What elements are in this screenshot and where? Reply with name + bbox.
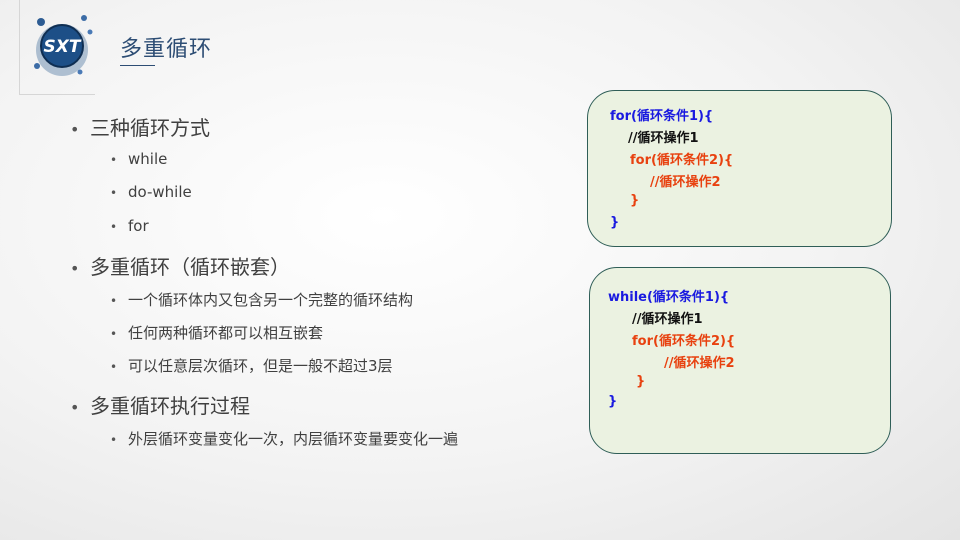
bullet-item: • 多重循环（循环嵌套） xyxy=(70,251,290,280)
bullet-item: • 一个循环体内又包含另一个完整的循环结构 xyxy=(110,289,413,310)
bullet-text: 外层循环变量变化一次，内层循环变量要变化一遍 xyxy=(128,430,459,448)
code-line: } xyxy=(636,374,646,389)
bullet-text: 三种循环方式 xyxy=(90,116,210,140)
code-line: for(循环条件2){ xyxy=(632,334,736,349)
bullet-dot: • xyxy=(110,433,118,447)
bullet-item: • 三种循环方式 xyxy=(70,112,210,141)
bullet-dot: • xyxy=(70,259,80,278)
code-line: } xyxy=(630,193,640,208)
bullet-text: do-while xyxy=(128,183,192,201)
bullet-dot: • xyxy=(110,220,118,234)
page-title: 多重循环 xyxy=(120,37,213,62)
bullet-text: 多重循环执行过程 xyxy=(90,394,250,418)
bullet-text: while xyxy=(128,150,168,168)
bullet-dot: • xyxy=(70,398,80,417)
bullet-dot: • xyxy=(110,186,118,200)
bullet-text: for xyxy=(128,217,149,235)
bullet-dot: • xyxy=(110,360,118,374)
bullet-dot: • xyxy=(70,120,80,139)
bullet-dot: • xyxy=(110,294,118,308)
bullet-dot: • xyxy=(110,327,118,341)
code-line: //循环操作1 xyxy=(628,131,699,146)
title-underline xyxy=(120,65,155,66)
bullet-text: 多重循环（循环嵌套） xyxy=(90,255,290,279)
code-line: } xyxy=(608,394,618,409)
bullet-item: • 任何两种循环都可以相互嵌套 xyxy=(110,322,323,343)
code-line: //循环操作2 xyxy=(664,356,735,371)
code-line: while(循环条件1){ xyxy=(608,290,730,305)
bullet-item: • 可以任意层次循环，但是一般不超过3层 xyxy=(110,355,393,376)
bullet-item: • while xyxy=(110,150,167,168)
bullet-text: 任何两种循环都可以相互嵌套 xyxy=(128,324,324,342)
bullet-text: 一个循环体内又包含另一个完整的循环结构 xyxy=(128,291,414,309)
bullet-item: • for xyxy=(110,217,149,235)
bullet-item: • 外层循环变量变化一次，内层循环变量要变化一遍 xyxy=(110,428,458,449)
sxt-logo: SXT xyxy=(34,15,93,76)
logo-text: SXT xyxy=(44,37,82,57)
bullet-text: 可以任意层次循环，但是一般不超过3层 xyxy=(128,357,393,375)
code-box-while: while(循环条件1){ //循环操作1 for(循环条件2){ //循环操作… xyxy=(589,267,891,454)
code-line: for(循环条件2){ xyxy=(630,153,734,168)
code-box-for: for(循环条件1){ //循环操作1 for(循环条件2){ //循环操作2 … xyxy=(587,90,892,247)
bullet-dot: • xyxy=(110,153,118,167)
code-line: //循环操作2 xyxy=(650,175,721,190)
bullet-item: • 多重循环执行过程 xyxy=(70,390,250,419)
code-line: //循环操作1 xyxy=(632,312,703,327)
code-line: for(循环条件1){ xyxy=(610,109,714,124)
logo-frame: SXT xyxy=(19,0,95,95)
code-line: } xyxy=(610,215,620,230)
bullet-item: • do-while xyxy=(110,183,192,201)
